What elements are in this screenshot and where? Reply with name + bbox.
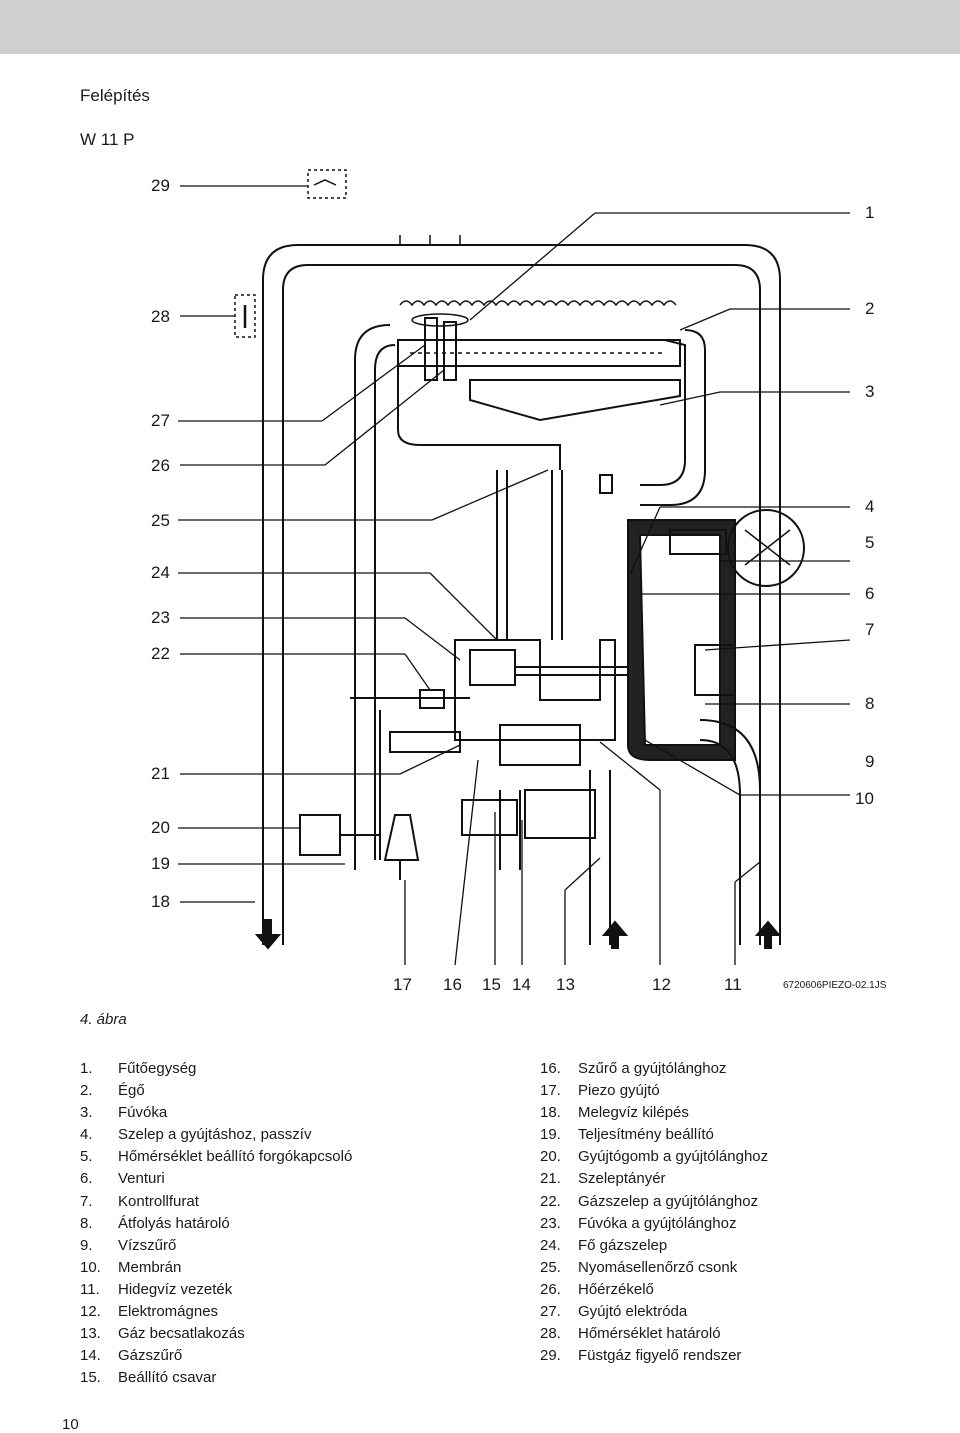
page-number: 10 [62,1416,79,1433]
callout-11: 11 [724,975,742,994]
legend-item: 18.Melegvíz kilépés [540,1104,689,1122]
legend-item: 3.Fúvóka [80,1104,168,1122]
callout-19: 19 [151,854,170,873]
callout-25: 25 [151,511,170,530]
callout-16: 16 [443,975,462,994]
callout-6: 6 [865,584,875,603]
legend-item: 24.Fő gázszelep [540,1236,668,1254]
callout-26: 26 [151,456,170,475]
callout-12: 12 [652,975,671,994]
legend-item: 27.Gyújtó elektróda [540,1303,688,1321]
figure-caption: 4. ábra [80,1011,127,1028]
callout-14: 14 [512,975,531,994]
callout-24: 24 [151,563,170,582]
callout-29: 29 [151,176,170,195]
callout-27: 27 [151,411,170,430]
legend-right: 16.Szűrő a gyújtólánghoz 17.Piezo gyújtó… [540,1058,768,1367]
legend-item: 12.Elektromágnes [80,1303,219,1321]
callout-21: 21 [151,764,170,783]
callout-2: 2 [865,299,875,318]
legend-item: 29.Füstgáz figyelő rendszer [540,1347,742,1365]
callout-20: 20 [151,818,170,837]
legend-item: 8.Átfolyás határoló [80,1214,230,1232]
callout-17: 17 [393,975,412,994]
callout-7: 7 [865,620,875,639]
callout-8: 8 [865,694,875,713]
legend-item: 1.Fűtőegység [80,1060,197,1077]
callout-3: 3 [865,382,875,401]
callout-28: 28 [151,307,170,326]
legend-item: 2.Égő [80,1082,145,1100]
legend-item: 13.Gáz becsatlakozás [80,1325,245,1343]
legend-item: 23.Fúvóka a gyújtólánghoz [540,1214,737,1232]
header-band [0,0,960,54]
callout-22: 22 [151,644,170,663]
legend-item: 17.Piezo gyújtó [540,1082,660,1100]
legend-item: 16.Szűrő a gyújtólánghoz [540,1060,727,1077]
callout-13: 13 [556,975,575,994]
legend-item: 15.Beállító csavar [80,1369,217,1387]
section-heading: Felépítés [80,86,150,105]
legend-item: 6.Venturi [80,1170,165,1188]
callout-4: 4 [865,497,875,516]
legend-item: 4.Szelep a gyújtáshoz, passzív [80,1126,312,1144]
legend-item: 26.Hőérzékelő [540,1280,654,1298]
callout-1: 1 [865,203,875,222]
legend-item: 22.Gázszelep a gyújtólánghoz [540,1192,759,1210]
figure-id: 6720606PIEZO-02.1JS [783,980,887,991]
callout-5: 5 [865,533,875,552]
callout-10: 10 [855,789,874,808]
legend-item: 10.Membrán [80,1258,182,1276]
legend-item: 5.Hőmérséklet beállító forgókapcsoló [80,1148,353,1166]
legend-item: 19.Teljesítmény beállító [540,1126,714,1144]
legend-item: 7.Kontrollfurat [80,1192,199,1210]
legend-item: 21.Szeleptányér [540,1170,666,1188]
water-heater-schematic [178,169,851,966]
callout-23: 23 [151,608,170,627]
legend-left: 1.Fűtőegység 2.Égő 3.Fúvóka 4.Szelep a g… [80,1058,352,1389]
legend-item: 20.Gyújtógomb a gyújtólánghoz [540,1148,769,1166]
callout-9: 9 [865,752,875,771]
legend-item: 14.Gázszűrő [80,1347,183,1365]
legend-item: 11.Hidegvíz vezeték [80,1280,233,1298]
legend-item: 9.Vízszűrő [80,1236,177,1254]
legend-item: 25.Nyomásellenőrző csonk [540,1258,738,1276]
legend-item: 28.Hőmérséklet határoló [540,1325,721,1343]
callout-18: 18 [151,892,170,911]
callout-15: 15 [482,975,501,994]
model-name: W 11 P [80,130,135,149]
